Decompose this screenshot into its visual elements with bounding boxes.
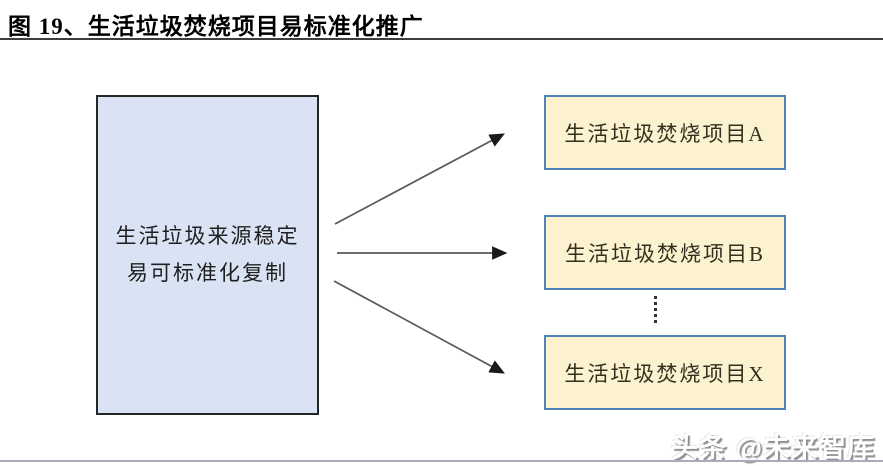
source-box-label-line2: 易可标准化复制 xyxy=(127,261,288,285)
source-box: 生活垃圾来源稳定 易可标准化复制 xyxy=(96,95,319,415)
target-box-project-b-label: 生活垃圾焚烧项目B xyxy=(564,241,765,266)
target-box-project-x-label: 生活垃圾焚烧项目X xyxy=(564,361,766,386)
source-box-label: 生活垃圾来源稳定 易可标准化复制 xyxy=(116,218,300,292)
target-box-project-a: 生活垃圾焚烧项目A xyxy=(544,95,786,170)
arrow-to-project-x xyxy=(333,280,505,374)
vertical-ellipsis-dots xyxy=(654,296,657,326)
target-box-project-b: 生活垃圾焚烧项目B xyxy=(544,215,786,290)
target-box-project-x: 生活垃圾焚烧项目X xyxy=(544,335,786,410)
watermark-toutiao: 头条 @未来智库 xyxy=(671,433,875,463)
title-rule xyxy=(0,38,883,40)
figure-title: 图 19、生活垃圾焚烧项目易标准化推广 xyxy=(8,14,424,39)
arrow-to-project-a xyxy=(334,133,506,225)
source-box-label-line1: 生活垃圾来源稳定 xyxy=(115,224,300,248)
target-box-project-a-label: 生活垃圾焚烧项目A xyxy=(564,121,766,146)
bottom-rule xyxy=(0,460,883,462)
